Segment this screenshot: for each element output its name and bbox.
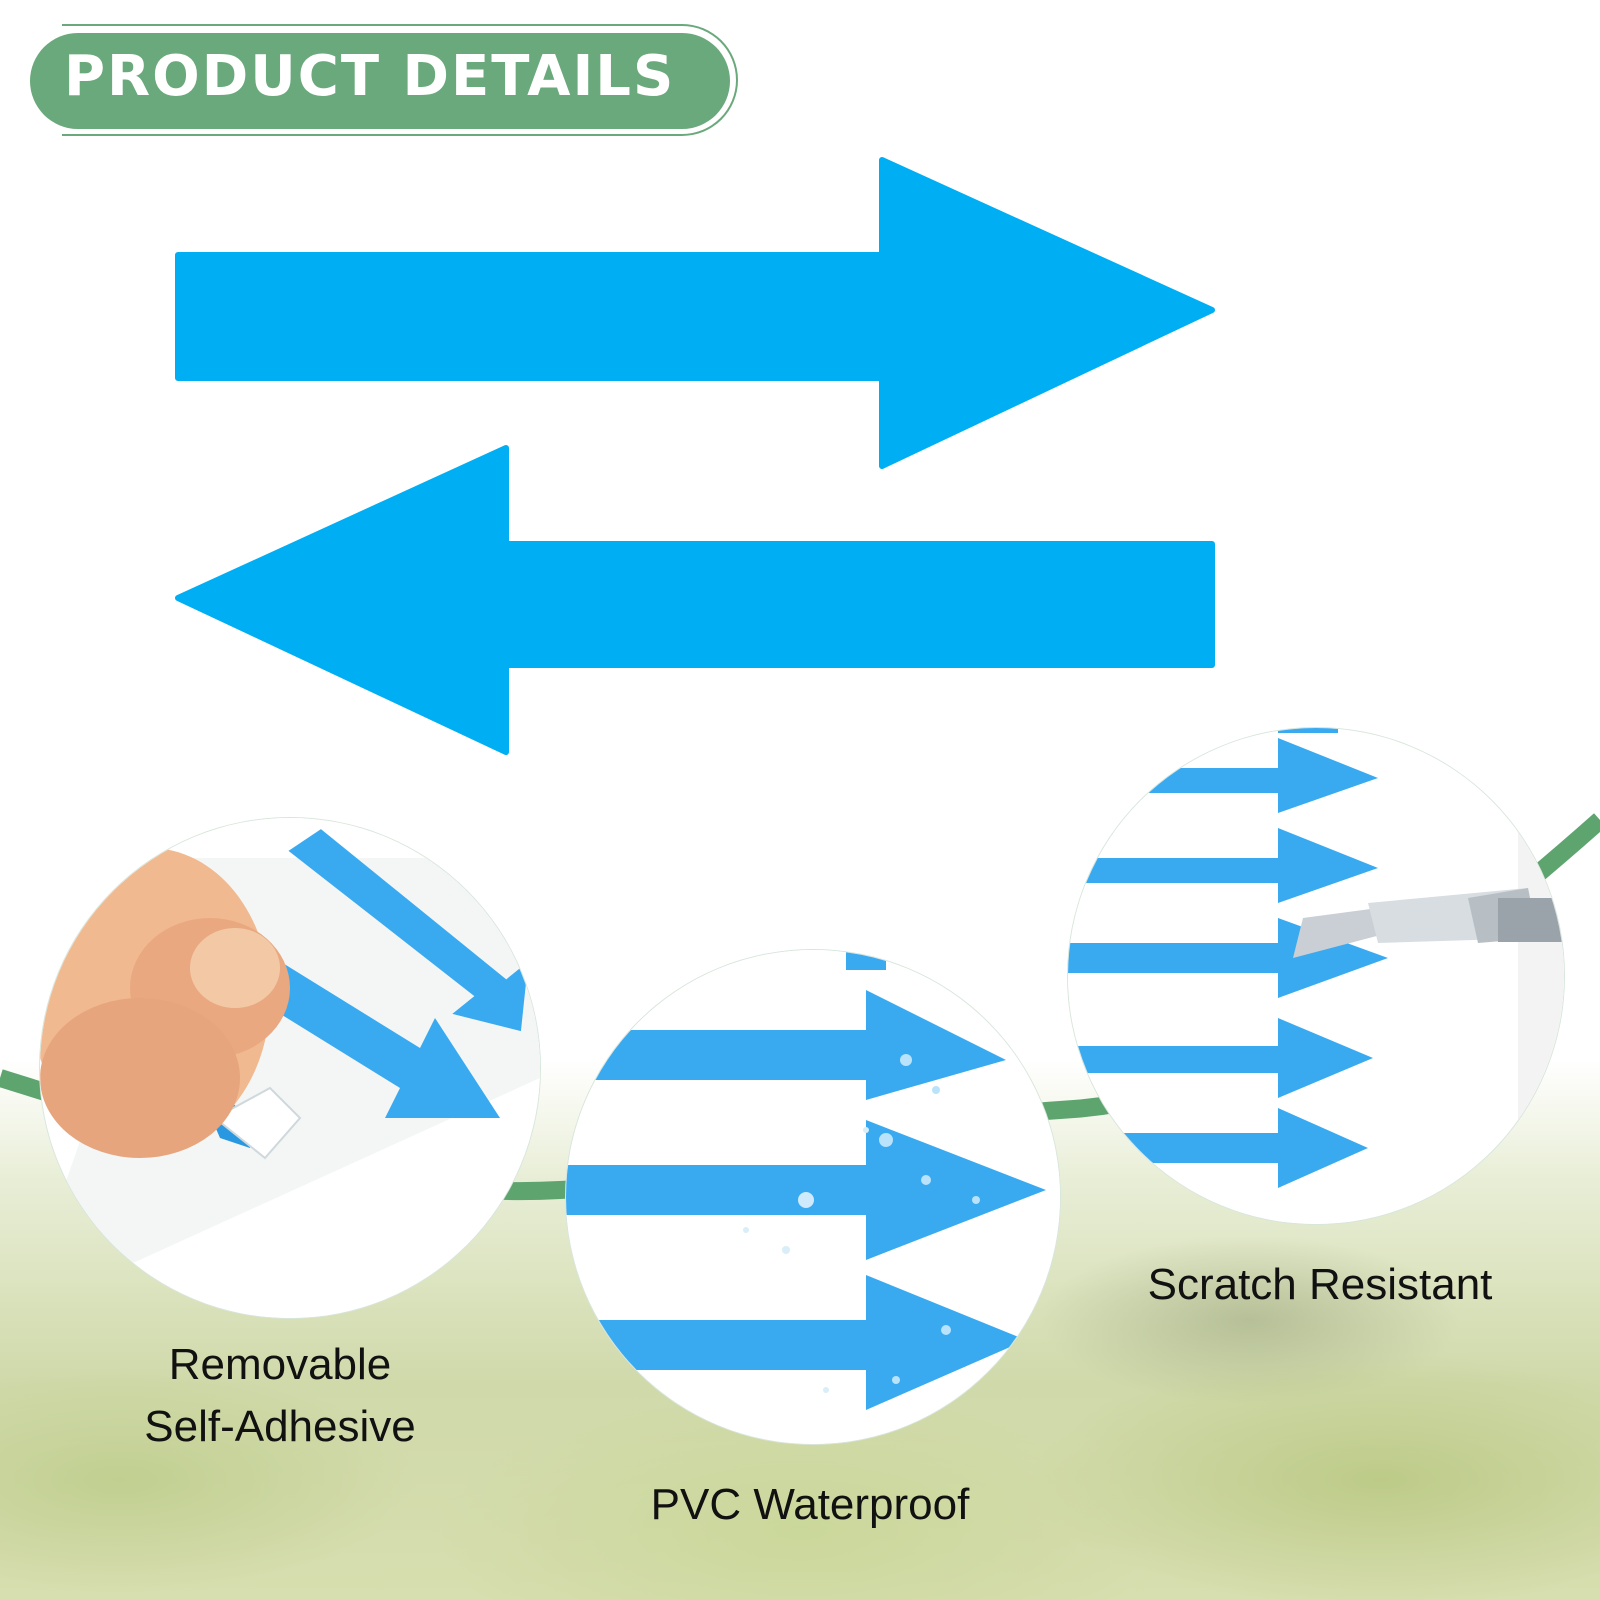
- feature-image-scratch: [1068, 728, 1564, 1224]
- caption-removable-line1: Removable: [168, 1340, 392, 1389]
- large-arrows: [175, 157, 1215, 755]
- page-title: PRODUCT DETAILS: [64, 44, 676, 109]
- feature-image-waterproof: [566, 950, 1060, 1444]
- caption-waterproof: PVC Waterproof: [650, 1480, 970, 1529]
- utility-knife-arrows-icon: [1068, 728, 1564, 1224]
- caption-removable-line2: Self-Adhesive: [144, 1402, 416, 1451]
- header-badge: [30, 33, 730, 129]
- water-droplet-arrows-icon: [566, 950, 1060, 1444]
- feature-image-removable: [40, 818, 540, 1318]
- peeling-sticker-icon: [40, 818, 540, 1318]
- header-outline: [62, 24, 738, 136]
- caption-removable: Removable Self-Adhesive: [80, 1334, 480, 1458]
- right-arrow-icon: [175, 157, 1215, 469]
- caption-scratch: Scratch Resistant: [1147, 1260, 1493, 1309]
- left-arrow-icon: [175, 445, 1215, 755]
